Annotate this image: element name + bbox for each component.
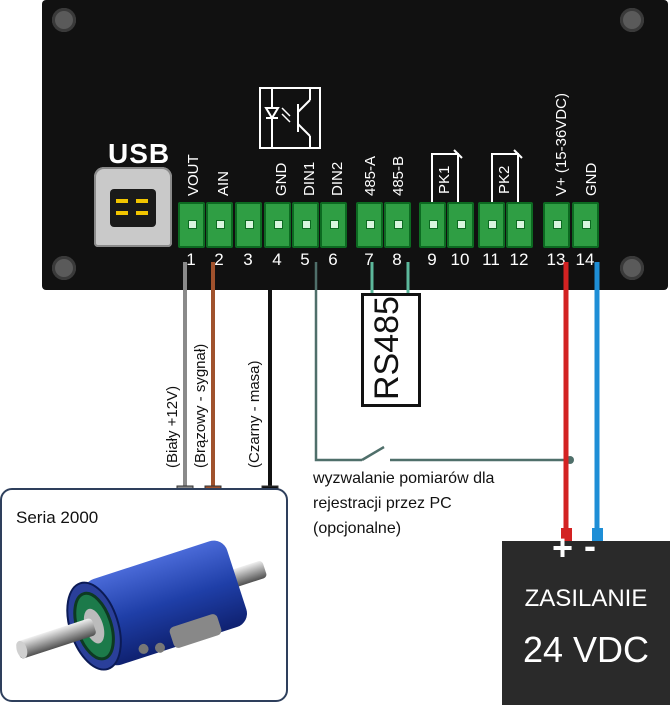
power-supply: + - ZASILANIE 24 VDC (502, 525, 670, 705)
connector-red (561, 528, 572, 542)
terminal-11[interactable] (478, 202, 505, 248)
rs485-label: RS485 (368, 296, 406, 400)
supply-plus: + (552, 527, 574, 568)
supply-voltage: 24 VDC (522, 629, 650, 670)
terminal-7[interactable] (356, 202, 383, 248)
usb-label: USB (108, 138, 171, 169)
terminal-8[interactable] (384, 202, 411, 248)
usb-port[interactable] (94, 167, 172, 247)
wire-label-brown: (Brązowy - sygnał) (192, 343, 209, 468)
terminal-number-4: 4 (272, 250, 282, 269)
rs485-box: RS485 (361, 293, 421, 407)
sensor-title: Seria 2000 (16, 508, 99, 527)
terminal-1[interactable] (178, 202, 205, 248)
terminal-number-10: 10 (450, 250, 470, 269)
terminal-number-1: 1 (186, 250, 196, 269)
terminal-2[interactable] (206, 202, 233, 248)
terminal-4[interactable] (264, 202, 291, 248)
wire-din1 (314, 262, 362, 462)
screw-top-right (620, 8, 644, 32)
terminal-number-6: 6 (328, 250, 338, 269)
trigger-line-2: rejestracji przez PC (313, 495, 452, 512)
screw-bottom-right (620, 256, 644, 280)
terminal-13[interactable] (543, 202, 570, 248)
connector-blue (592, 528, 603, 542)
terminal-number-11: 11 (482, 250, 500, 269)
torque-sensor-image (16, 540, 267, 671)
screw-bottom-left (52, 256, 76, 280)
supply-title: ZASILANIE (524, 585, 648, 612)
wire-label-white: (Biały +12V) (164, 385, 181, 468)
terminal-number-5: 5 (300, 250, 310, 269)
terminal-5[interactable] (292, 202, 319, 248)
terminal-number-7: 7 (364, 250, 374, 269)
usb-socket-icon (110, 189, 156, 227)
terminal-14[interactable] (572, 202, 599, 248)
terminal-9[interactable] (419, 202, 446, 248)
terminal-number-3: 3 (243, 250, 253, 269)
terminal-number-2: 2 (214, 250, 224, 269)
terminal-12[interactable] (506, 202, 533, 248)
optocoupler-icon (259, 87, 321, 149)
terminal-3[interactable] (235, 202, 262, 248)
trigger-description: wyzwalanie pomiarów dla rejestracji prze… (313, 466, 494, 541)
relay-pk2-icon (491, 149, 523, 202)
wire-label-black: (Czarny - masa) (246, 360, 263, 468)
trigger-line-1: wyzwalanie pomiarów dla (313, 470, 495, 487)
trigger-switch-icon (361, 445, 385, 462)
terminal-10[interactable] (447, 202, 474, 248)
trigger-line-3: (opcjonalne) (313, 520, 402, 537)
terminal-number-12: 12 (509, 250, 529, 269)
sensor-box: Seria 2000 (0, 488, 288, 702)
terminal-number-14: 14 (575, 250, 595, 269)
supply-minus: - (584, 525, 596, 566)
terminal-number-8: 8 (392, 250, 402, 269)
screw-top-left (52, 8, 76, 32)
terminal-number-9: 9 (427, 250, 437, 269)
terminal-6[interactable] (320, 202, 347, 248)
relay-pk1-icon (431, 149, 463, 202)
terminal-number-13: 13 (546, 250, 566, 269)
